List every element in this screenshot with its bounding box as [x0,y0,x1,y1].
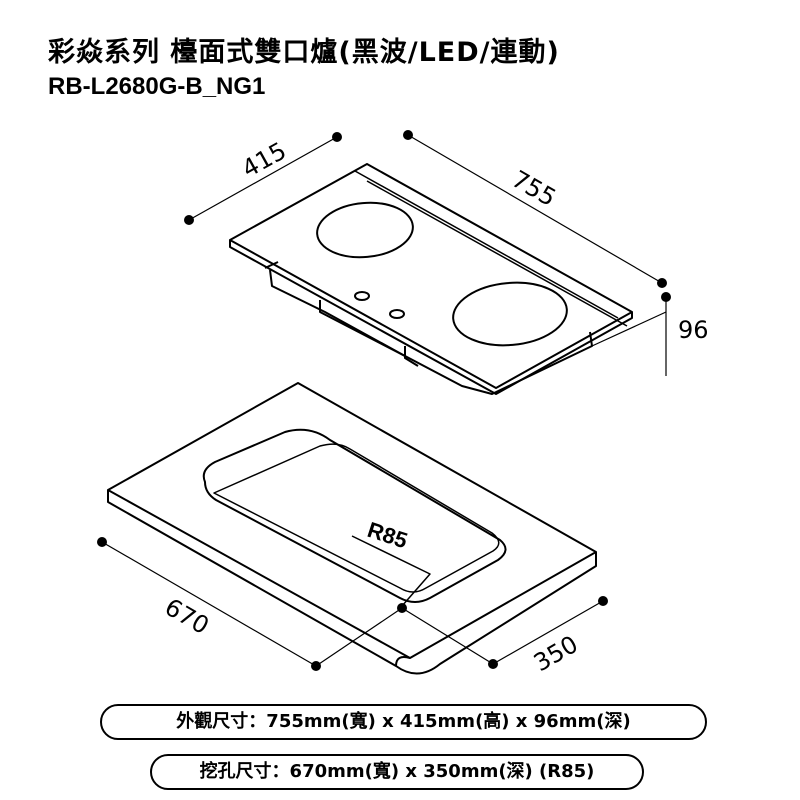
exterior-dimensions-badge: 外觀尺寸：755mm(寬) x 415mm(高) x 96mm(深) [100,704,707,740]
left-burner [316,201,414,259]
dot-415-right [332,132,342,142]
label-755: 755 [507,165,561,212]
hob-body [269,269,593,395]
dot-755-left [403,130,413,140]
dim-line-96-ext [591,311,667,347]
dot-670-left [97,537,107,547]
dot-350-left [488,659,498,669]
right-burner [452,281,568,347]
dim-line-755 [407,134,663,284]
label-415: 415 [237,137,291,184]
cutout-inner [213,443,500,593]
dot-755-right [657,278,667,288]
dimension-dots [97,130,671,671]
hob-glass-top [229,163,633,389]
label-96: 96 [678,316,709,344]
hob-foot [404,346,419,367]
dot-r85 [397,603,407,613]
hob-back-strip [354,170,619,319]
dot-415-left [184,215,194,225]
cutout-outline [202,428,507,603]
dim-line-415 [188,136,338,221]
hob-back-strip-2 [366,180,628,327]
hob-body-left [264,261,279,269]
knob-left [354,291,370,301]
dim-line-350 [315,607,403,667]
hob-front-edge [229,240,633,395]
title-block: 彩焱系列 檯面式雙口爐(黑波/LED/連動) RB-L2680G-B_NG1 [48,36,560,102]
model-number: RB-L2680G-B_NG1 [48,73,266,100]
knob-right [389,309,405,319]
cutout-dimensions-badge: 挖孔尺寸：670mm(寬) x 350mm(深) (R85) [150,754,644,790]
label-350: 350 [529,630,583,677]
r85-leader [351,535,431,607]
product-title: 彩焱系列 檯面式雙口爐(黑波/LED/連動) [48,37,560,68]
dot-350-right [598,596,608,606]
hob-body-bottom [319,300,406,357]
dot-670-right [311,661,321,671]
countertop-lip [395,656,411,667]
label-670: 670 [160,593,214,640]
dim-line-670 [101,541,317,667]
label-r85: R85 [364,517,410,553]
dot-96-top [661,292,671,302]
countertop-front-edge [107,490,597,675]
